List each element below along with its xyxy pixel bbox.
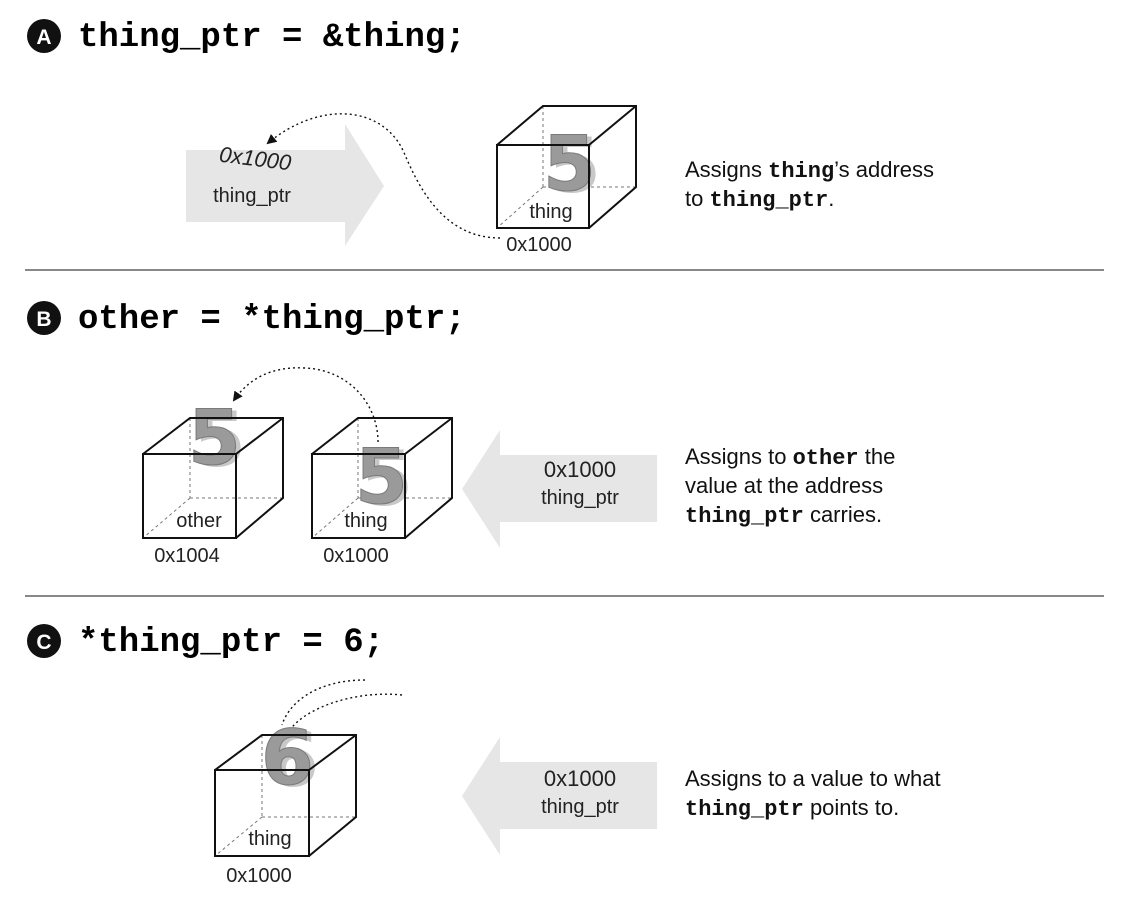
section-b-badge: B: [27, 301, 61, 335]
cube-value-other-b: 5: [188, 393, 241, 482]
value-copy-curve-b: [232, 367, 379, 443]
section-a-badge: A: [27, 19, 61, 53]
variable-cube-thing-b: 5 5 thing: [311, 417, 453, 539]
cube-address-a: 0x1000: [506, 234, 572, 256]
badge-letter: C: [36, 631, 51, 654]
badge-letter: B: [36, 308, 51, 331]
code-statement-b: other = *thing_ptr;: [78, 301, 466, 339]
pointer-arrow-a: 0x1000 thing_ptr: [186, 124, 384, 246]
cube-value-thing-b: 5: [355, 432, 408, 521]
cube-label-c: thing: [248, 828, 291, 850]
pointer-name-a: thing_ptr: [213, 185, 291, 207]
description-a: Assigns thing’s address to thing_ptr.: [685, 157, 940, 213]
cube-address-other-b: 0x1004: [154, 545, 220, 567]
variable-cube-thing-a: 5 5 thing: [496, 105, 637, 229]
description-c: Assigns to a value to what thing_ptr poi…: [685, 766, 947, 822]
pointer-name-c: thing_ptr: [541, 796, 619, 818]
cube-address-thing-b: 0x1000: [323, 545, 389, 567]
code-statement-c: *thing_ptr = 6;: [78, 624, 384, 662]
svg-text:5: 5: [193, 395, 246, 484]
svg-text:5: 5: [548, 121, 601, 210]
description-b: Assigns to other the value at the addres…: [685, 444, 901, 529]
section-b: B other = *thing_ptr; 5 5 other 0x1004 5…: [27, 301, 901, 567]
cube-label-other-b: other: [176, 510, 222, 532]
section-c: C *thing_ptr = 6; 6 6 thing 0x1000 0x100…: [27, 624, 947, 887]
address-flow-curve-a: [266, 113, 501, 239]
variable-cube-thing-c: 6 6 thing: [214, 713, 357, 857]
code-statement-a: thing_ptr = &thing;: [78, 19, 466, 57]
section-a: A thing_ptr = &thing; 0x1000 thing_ptr 5…: [27, 19, 940, 256]
value-drop-curve-c-2: [289, 693, 403, 731]
pointer-arrow-c: 0x1000 thing_ptr: [462, 737, 657, 855]
cube-label-a: thing: [529, 201, 572, 223]
svg-text:6: 6: [266, 715, 319, 804]
cube-label-thing-b: thing: [344, 510, 387, 532]
pointer-name-b: thing_ptr: [541, 487, 619, 509]
pointer-arrow-b: 0x1000 thing_ptr: [462, 430, 657, 548]
cube-address-c: 0x1000: [226, 865, 292, 887]
section-c-badge: C: [27, 624, 61, 658]
cube-value-c: 6: [261, 713, 314, 802]
badge-letter: A: [36, 26, 51, 49]
variable-cube-other-b: 5 5 other: [142, 393, 284, 539]
pointer-value-c: 0x1000: [544, 766, 616, 791]
pointer-value-b: 0x1000: [544, 457, 616, 482]
cube-value-a: 5: [543, 119, 596, 208]
